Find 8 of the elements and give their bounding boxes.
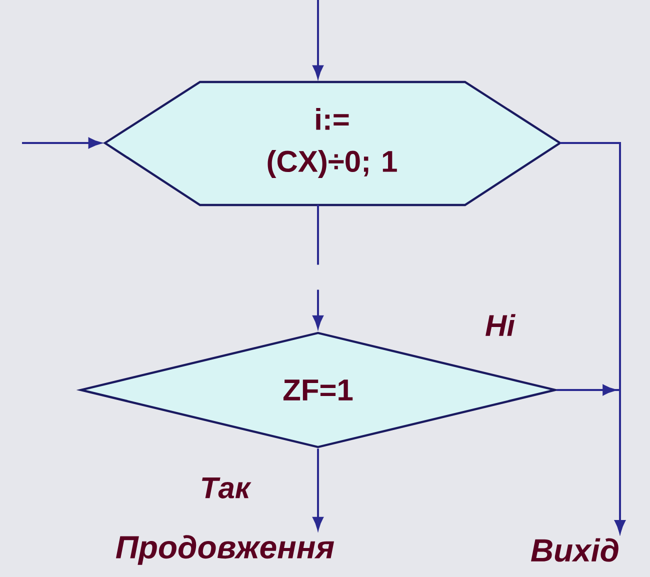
terminal-label: Вихід [531,538,618,562]
arrow [312,0,324,78]
arrow [312,448,324,530]
arrow [22,138,102,148]
arrow [312,204,324,328]
terminal-label: Продовження [116,535,334,565]
arrow [560,142,626,533]
edge-label: Так [202,478,252,498]
